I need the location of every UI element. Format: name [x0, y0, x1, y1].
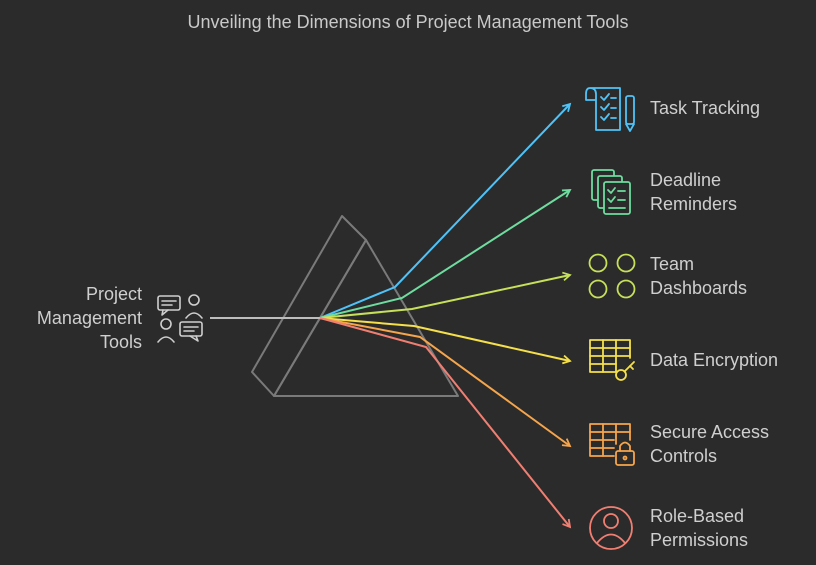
- output-label-task-tracking: Task Tracking: [650, 96, 760, 120]
- output-label-deadline-reminders: Deadline Reminders: [650, 168, 737, 216]
- circles-grid-icon: [588, 253, 636, 299]
- output-label-line: Task Tracking: [650, 98, 761, 118]
- source-line: Management: [36, 308, 142, 328]
- output-beams: [319, 102, 572, 529]
- output-label-line: Deadline: [650, 170, 722, 190]
- table-lock-icon: [589, 423, 635, 466]
- output-label-data-encryption: Data Encryption: [650, 348, 778, 372]
- checklist-docs-icon: [591, 169, 631, 215]
- beam-role-based: [319, 317, 572, 529]
- output-label-line: Team: [650, 254, 695, 274]
- output-label-line: Permissions: [650, 530, 749, 550]
- output-label-role-based: Role-Based Permissions: [650, 504, 748, 552]
- beam-task-tracking: [319, 102, 572, 319]
- output-label-team-dashboards: Team Dashboards: [650, 252, 747, 300]
- output-label-line: Dashboards: [650, 278, 748, 298]
- source-line: Project: [85, 284, 142, 304]
- beam-team-dashboards: [319, 271, 572, 319]
- beam-deadline-reminders: [319, 189, 572, 319]
- user-circle-icon: [589, 506, 633, 550]
- task-list-icon: [585, 87, 635, 132]
- team-chat-icon: [157, 294, 203, 343]
- diagram-title: Unveiling the Dimensions of Project Mana…: [187, 12, 629, 32]
- output-label-secure-access: Secure Access Controls: [650, 420, 769, 468]
- beam-secure-access: [319, 317, 572, 448]
- output-label-line: Secure Access: [650, 422, 770, 442]
- source-line: Tools: [99, 332, 142, 352]
- output-label-line: Reminders: [650, 194, 738, 214]
- output-label-line: Controls: [650, 446, 718, 466]
- output-label-line: Data Encryption: [650, 350, 779, 370]
- source-label: Project Management Tools: [0, 282, 142, 354]
- output-label-line: Role-Based: [650, 506, 745, 526]
- table-key-icon: [589, 339, 635, 381]
- beam-data-encryption: [319, 317, 572, 365]
